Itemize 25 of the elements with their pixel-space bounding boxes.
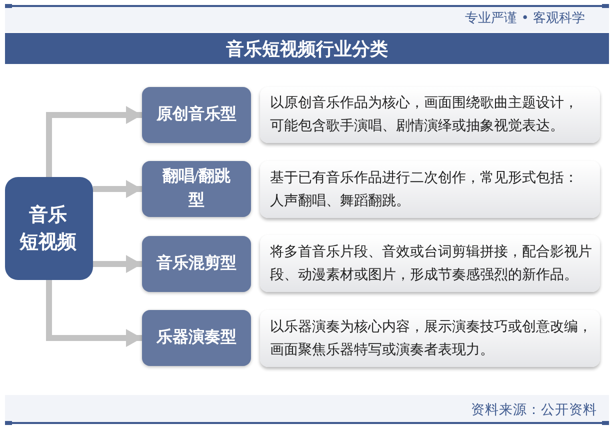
category-name: 原创音乐型 [156,104,236,125]
description-card [260,87,600,143]
arrow [46,280,142,347]
category-name: 乐器演奏型 [156,327,236,348]
source-note: 资料来源：公开资料 [471,401,597,420]
arrow [93,255,142,273]
description-text: 基于已有音乐作品进行二次创作，常见形式包括：人声翻唱、舞蹈翻跳。 [270,168,579,210]
category-box [142,161,251,217]
root-title: 音乐短视频 [20,202,78,254]
slogan-text: 专业严谨 • 客观科学 [465,10,585,28]
category-name: 音乐混剪型 [156,253,236,274]
description-card [260,310,600,367]
category-box [142,87,251,143]
description-card [260,161,600,218]
description-text: 以乐器演奏为核心内容，展示演奏技巧或创意改编，画面聚焦乐器特写或演奏者表现力。 [270,318,593,360]
description-card [260,235,600,292]
title-banner: 音乐短视频行业分类 [5,33,609,64]
arrow [93,180,142,198]
description-text: 将多首音乐片段、音效或台词剪辑拼接，配合影视片段、动漫素材或图片，形成节奏感强烈的新作品。 [270,242,593,284]
description-text: 以原创音乐作品为核心，画面围绕歌曲主题设计，可能包含歌手演唱、剧情演绎或抽象视觉表达。 [270,94,579,136]
arrow [46,106,142,177]
category-name: 翻唱/翻跳型 [161,166,232,211]
category-box [142,310,251,366]
category-box [142,236,251,292]
root-box [5,177,93,280]
